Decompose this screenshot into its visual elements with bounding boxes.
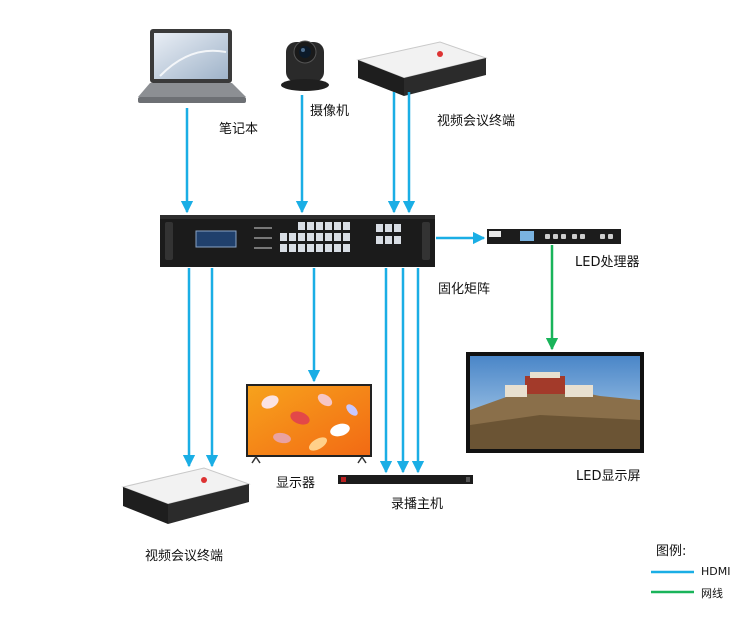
led-processor-device <box>487 229 621 244</box>
legend-title: 图例: <box>656 544 687 559</box>
ptz-camera-device <box>281 40 329 91</box>
video-terminal-bottom-label: 视频会议终端 <box>145 549 224 564</box>
video-terminal-top-device <box>356 41 488 96</box>
laptop-device <box>138 29 246 103</box>
hdmi-connections <box>180 92 486 474</box>
video-terminal-top-label: 视频会议终端 <box>437 114 516 129</box>
video-terminal-bottom-device <box>121 467 251 524</box>
camera-label: 摄像机 <box>310 104 350 119</box>
led-processor-label: LED处理器 <box>575 255 640 270</box>
monitor-label: 显示器 <box>276 476 316 491</box>
legend-network-label: 网线 <box>701 587 723 600</box>
recorder-device <box>338 475 473 484</box>
laptop-label: 笔记本 <box>219 122 259 137</box>
led-screen-label: LED显示屏 <box>576 469 641 484</box>
monitor-device <box>246 384 372 464</box>
led-screen-device <box>466 352 644 453</box>
matrix-switcher-device <box>160 215 435 267</box>
matrix-label: 固化矩阵 <box>438 282 491 297</box>
recorder-label: 录播主机 <box>391 497 444 512</box>
legend-hdmi-label: HDMI <box>701 565 731 578</box>
